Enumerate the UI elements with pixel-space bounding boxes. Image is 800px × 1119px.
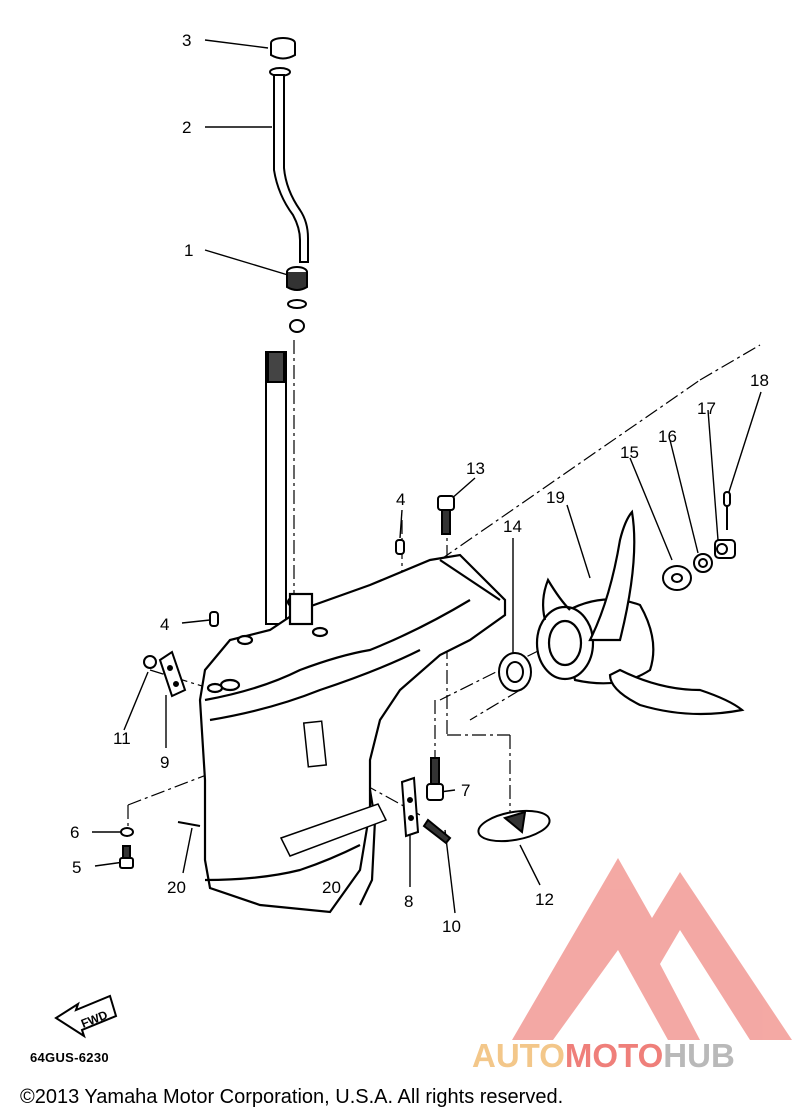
callout-1: 1 (184, 241, 193, 260)
part-15-spacer (662, 565, 692, 591)
part-16-washer (693, 553, 713, 573)
callout-labels: 3 2 1 4 4 5 6 7 8 9 10 11 12 13 14 15 16… (70, 31, 769, 936)
callout-14: 14 (503, 517, 522, 536)
callout-2: 2 (182, 118, 191, 137)
callout-10: 10 (442, 917, 461, 936)
lower-casing (198, 553, 507, 914)
callout-5: 5 (72, 858, 81, 877)
part-19-propeller (535, 509, 745, 716)
watermark-moto: MOTO (564, 1037, 664, 1074)
part-8-anode (400, 776, 420, 838)
part-17-nut (714, 539, 736, 559)
callout-20-right: 20 (322, 878, 341, 897)
callout-4-lower: 4 (160, 615, 169, 634)
part-18-cotter-pin (723, 491, 731, 530)
part-9-anode (158, 650, 187, 698)
callout-18: 18 (750, 371, 769, 390)
part-2-shift-rod (269, 67, 309, 263)
callout-3: 3 (182, 31, 191, 50)
callout-20-left: 20 (167, 878, 186, 897)
part-3-cap (270, 37, 296, 60)
callout-11: 11 (113, 729, 131, 748)
watermark-auto: AUTO (472, 1037, 565, 1074)
part-11-bolt (143, 655, 157, 669)
callout-6: 6 (70, 823, 79, 842)
callout-13: 13 (466, 459, 485, 478)
watermark-text: AUTOMOTOHUB (472, 1037, 735, 1075)
diagram-part-code: 64GUS-6230 (30, 1050, 109, 1065)
callout-4-upper: 4 (396, 490, 405, 509)
part-5-bolt (119, 845, 134, 869)
part-10-screw (422, 818, 452, 845)
part-7-bolt (426, 757, 444, 801)
callout-7: 7 (461, 781, 470, 800)
watermark-logo-icon (512, 858, 792, 1040)
callout-8: 8 (404, 892, 413, 911)
callout-12: 12 (535, 890, 554, 909)
fwd-arrow-icon: FWD (54, 994, 118, 1039)
callout-leaders (92, 39, 762, 914)
callout-16: 16 (658, 427, 677, 446)
callout-15: 15 (620, 443, 639, 462)
callout-9: 9 (160, 753, 169, 772)
callout-17: 17 (697, 399, 716, 418)
part-20-marker (177, 821, 201, 827)
drive-shaft (265, 351, 287, 625)
casing-decals (279, 720, 388, 857)
part-1-seal (286, 266, 308, 333)
part-13-bolt (437, 495, 455, 535)
part-4-dowel-pin (209, 539, 405, 627)
part-12-trim-tab (477, 809, 551, 843)
part-14-thrust-washer (498, 652, 532, 692)
watermark-hub: HUB (663, 1037, 735, 1074)
callout-19: 19 (546, 488, 565, 507)
copyright-footer: ©2013 Yamaha Motor Corporation, U.S.A. A… (20, 1086, 564, 1108)
part-6-washer (120, 827, 134, 837)
